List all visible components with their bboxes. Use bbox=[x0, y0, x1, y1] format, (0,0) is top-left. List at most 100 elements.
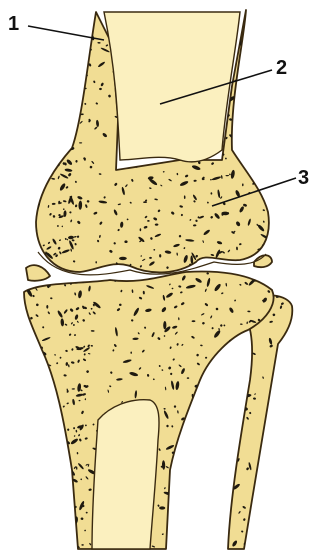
trabecular-pore bbox=[38, 536, 46, 545]
trabecular-pore bbox=[58, 90, 60, 94]
trabecular-pore bbox=[266, 483, 273, 488]
trabecular-pore bbox=[202, 450, 206, 453]
trabecular-pore bbox=[29, 92, 32, 94]
femur-medullary-cavity bbox=[104, 12, 240, 162]
trabecular-pore bbox=[268, 11, 271, 15]
trabecular-pore bbox=[68, 481, 70, 484]
trabecular-pore bbox=[62, 87, 66, 91]
trabecular-pore bbox=[37, 18, 40, 21]
trabecular-pore bbox=[200, 481, 202, 483]
trabecular-pore bbox=[57, 225, 59, 227]
trabecular-pore bbox=[53, 520, 57, 524]
trabecular-pore bbox=[231, 344, 234, 346]
trabecular-pore bbox=[59, 11, 63, 15]
trabecular-pore bbox=[269, 528, 273, 532]
trabecular-pore bbox=[233, 134, 236, 138]
trabecular-pore bbox=[32, 407, 35, 410]
trabecular-pore bbox=[61, 100, 64, 102]
trabecular-pore bbox=[187, 512, 191, 516]
trabecular-pore bbox=[174, 530, 176, 533]
trabecular-pore bbox=[68, 9, 73, 14]
trabecular-pore bbox=[54, 397, 56, 400]
trabecular-pore bbox=[262, 473, 268, 479]
trabecular-pore bbox=[32, 58, 36, 59]
trabecular-pore bbox=[179, 461, 182, 465]
trabecular-pore bbox=[173, 504, 175, 506]
trabecular-pore bbox=[261, 170, 263, 173]
trabecular-pore bbox=[67, 49, 69, 51]
trabecular-pore bbox=[66, 13, 70, 16]
trabecular-pore bbox=[33, 116, 39, 123]
femur bbox=[29, 7, 273, 277]
trabecular-pore bbox=[269, 17, 272, 20]
trabecular-pore bbox=[27, 336, 30, 337]
trabecular-pore bbox=[218, 362, 222, 370]
trabecular-pore bbox=[51, 513, 55, 515]
trabecular-pore bbox=[55, 63, 57, 66]
trabecular-pore bbox=[39, 64, 42, 67]
trabecular-pore bbox=[24, 494, 27, 497]
trabecular-pore bbox=[47, 100, 50, 103]
trabecular-pore bbox=[45, 92, 47, 94]
trabecular-pore bbox=[220, 391, 222, 393]
trabecular-pore bbox=[102, 267, 105, 270]
trabecular-pore bbox=[40, 90, 42, 92]
trabecular-pore bbox=[63, 21, 69, 27]
trabecular-pore bbox=[260, 143, 265, 150]
trabecular-pore bbox=[52, 521, 54, 524]
trabecular-pore bbox=[20, 289, 23, 291]
trabecular-pore bbox=[175, 456, 180, 464]
trabecular-pore bbox=[62, 137, 65, 140]
trabecular-pore bbox=[253, 22, 256, 25]
trabecular-pore bbox=[233, 433, 235, 435]
trabecular-pore bbox=[31, 428, 33, 430]
trabecular-pore bbox=[150, 160, 152, 163]
trabecular-pore bbox=[272, 525, 275, 531]
trabecular-pore bbox=[35, 198, 38, 201]
trabecular-pore bbox=[67, 123, 71, 126]
trabecular-pore bbox=[36, 178, 39, 182]
trabecular-pore bbox=[255, 112, 263, 118]
trabecular-pore bbox=[259, 9, 262, 12]
trabecular-pore bbox=[229, 450, 233, 453]
tibia-medullary-cavity bbox=[92, 400, 159, 549]
trabecular-pore bbox=[30, 237, 33, 240]
trabecular-pore bbox=[280, 529, 284, 532]
trabecular-pore bbox=[249, 61, 251, 65]
trabecular-pore bbox=[44, 65, 49, 73]
trabecular-pore bbox=[204, 437, 207, 445]
trabecular-pore bbox=[242, 401, 245, 404]
label-2: 2 bbox=[276, 57, 287, 79]
trabecular-pore bbox=[289, 481, 293, 484]
trabecular-pore bbox=[231, 462, 234, 466]
trabecular-pore bbox=[45, 36, 51, 41]
trabecular-pore bbox=[34, 103, 38, 105]
trabecular-pore bbox=[258, 469, 265, 476]
trabecular-pore bbox=[73, 84, 77, 87]
trabecular-pore bbox=[281, 389, 291, 391]
trabecular-pore bbox=[240, 361, 243, 365]
trabecular-pore bbox=[50, 443, 53, 445]
trabecular-pore bbox=[209, 525, 212, 528]
trabecular-pore bbox=[41, 429, 51, 435]
trabecular-pore bbox=[274, 439, 283, 449]
trabecular-pore bbox=[268, 504, 272, 508]
trabecular-pore bbox=[283, 358, 290, 364]
trabecular-pore bbox=[246, 540, 249, 543]
trabecular-pore bbox=[241, 368, 249, 376]
trabecular-pore bbox=[261, 184, 264, 188]
trabecular-pore bbox=[69, 507, 72, 509]
trabecular-pore bbox=[284, 447, 287, 449]
trabecular-pore bbox=[61, 49, 63, 51]
trabecular-pore bbox=[270, 67, 273, 70]
trabecular-pore bbox=[44, 442, 50, 447]
trabecular-pore bbox=[214, 365, 218, 368]
trabecular-pore bbox=[234, 437, 238, 440]
trabecular-pore bbox=[239, 95, 241, 97]
trabecular-pore bbox=[281, 375, 284, 378]
label-1: 1 bbox=[8, 13, 19, 35]
trabecular-pore bbox=[80, 275, 83, 278]
trabecular-pore bbox=[72, 130, 75, 133]
trabecular-pore bbox=[53, 50, 60, 54]
